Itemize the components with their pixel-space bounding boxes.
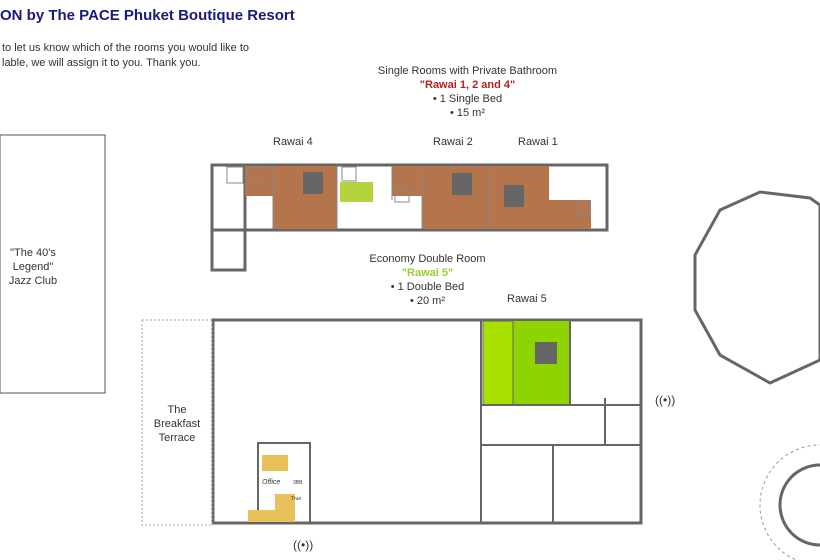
label-rawai-2: Rawai 2 — [433, 136, 473, 148]
economy-room-legend: Economy Double Room "Rawai 5" • 1 Double… — [360, 252, 495, 308]
lower-interior-walls — [257, 320, 640, 524]
bed — [535, 342, 557, 364]
single-heading: Single Rooms with Private Bathroom — [377, 65, 558, 77]
jazz-line: "The 40's — [10, 247, 56, 259]
rawai-1-bath — [549, 200, 591, 229]
wifi-icon: ((•)) — [293, 538, 313, 552]
label-rawai-1: Rawai 1 — [518, 136, 558, 148]
terrace-label: The Breakfast Terrace — [146, 403, 208, 445]
wifi-icon: ((•)) — [655, 393, 675, 407]
single-name: "Rawai 1, 2 and 4" — [419, 79, 516, 91]
sofa — [340, 182, 373, 202]
terrace-outline — [141, 319, 213, 526]
round-building — [759, 444, 820, 560]
single-room-legend: Single Rooms with Private Bathroom "Rawa… — [360, 64, 575, 120]
terrace-line: Breakfast — [153, 418, 201, 430]
economy-name: "Rawai 5" — [401, 267, 454, 279]
desk — [262, 455, 288, 471]
bed — [303, 172, 323, 194]
label-rawai-4: Rawai 4 — [273, 136, 313, 148]
intro-line: to let us know which of the rooms you wo… — [2, 42, 250, 54]
terrace-line: Terrace — [158, 432, 196, 444]
intro-line: lable, we will assign it to you. Thank y… — [2, 57, 201, 69]
page-title: ON by The PACE Phuket Boutique Resort — [0, 7, 295, 24]
economy-size: • 20 m² — [409, 295, 446, 307]
jazz-line: Legend" — [12, 261, 54, 273]
intro-text: to let us know which of the rooms you wo… — [2, 41, 249, 71]
bed — [452, 173, 472, 195]
terrace-line: The — [167, 404, 187, 416]
label-3bb: 3BB — [293, 480, 303, 486]
desk — [275, 494, 295, 522]
economy-bed: • 1 Double Bed — [390, 281, 465, 293]
jazz-club-outline — [0, 134, 106, 394]
office-label: Office — [262, 479, 281, 486]
side-wing — [210, 163, 247, 272]
bed — [504, 185, 524, 207]
single-size: • 15 m² — [449, 107, 486, 119]
jazz-club-label: "The 40's Legend" Jazz Club — [0, 246, 66, 288]
rawai-5-bath — [482, 320, 514, 406]
jazz-line: Jazz Club — [8, 275, 58, 287]
main-building — [211, 318, 643, 525]
octagon-building — [693, 190, 820, 385]
single-bed: • 1 Single Bed — [432, 93, 503, 105]
economy-heading: Economy Double Room — [369, 253, 486, 265]
round-building-inner — [778, 463, 820, 547]
rawai-4-bath — [245, 166, 273, 196]
label-rawai-5: Rawai 5 — [507, 293, 547, 305]
label-true: True — [291, 496, 302, 502]
interior-walls — [226, 166, 591, 229]
rawai-2-bath — [392, 166, 422, 196]
